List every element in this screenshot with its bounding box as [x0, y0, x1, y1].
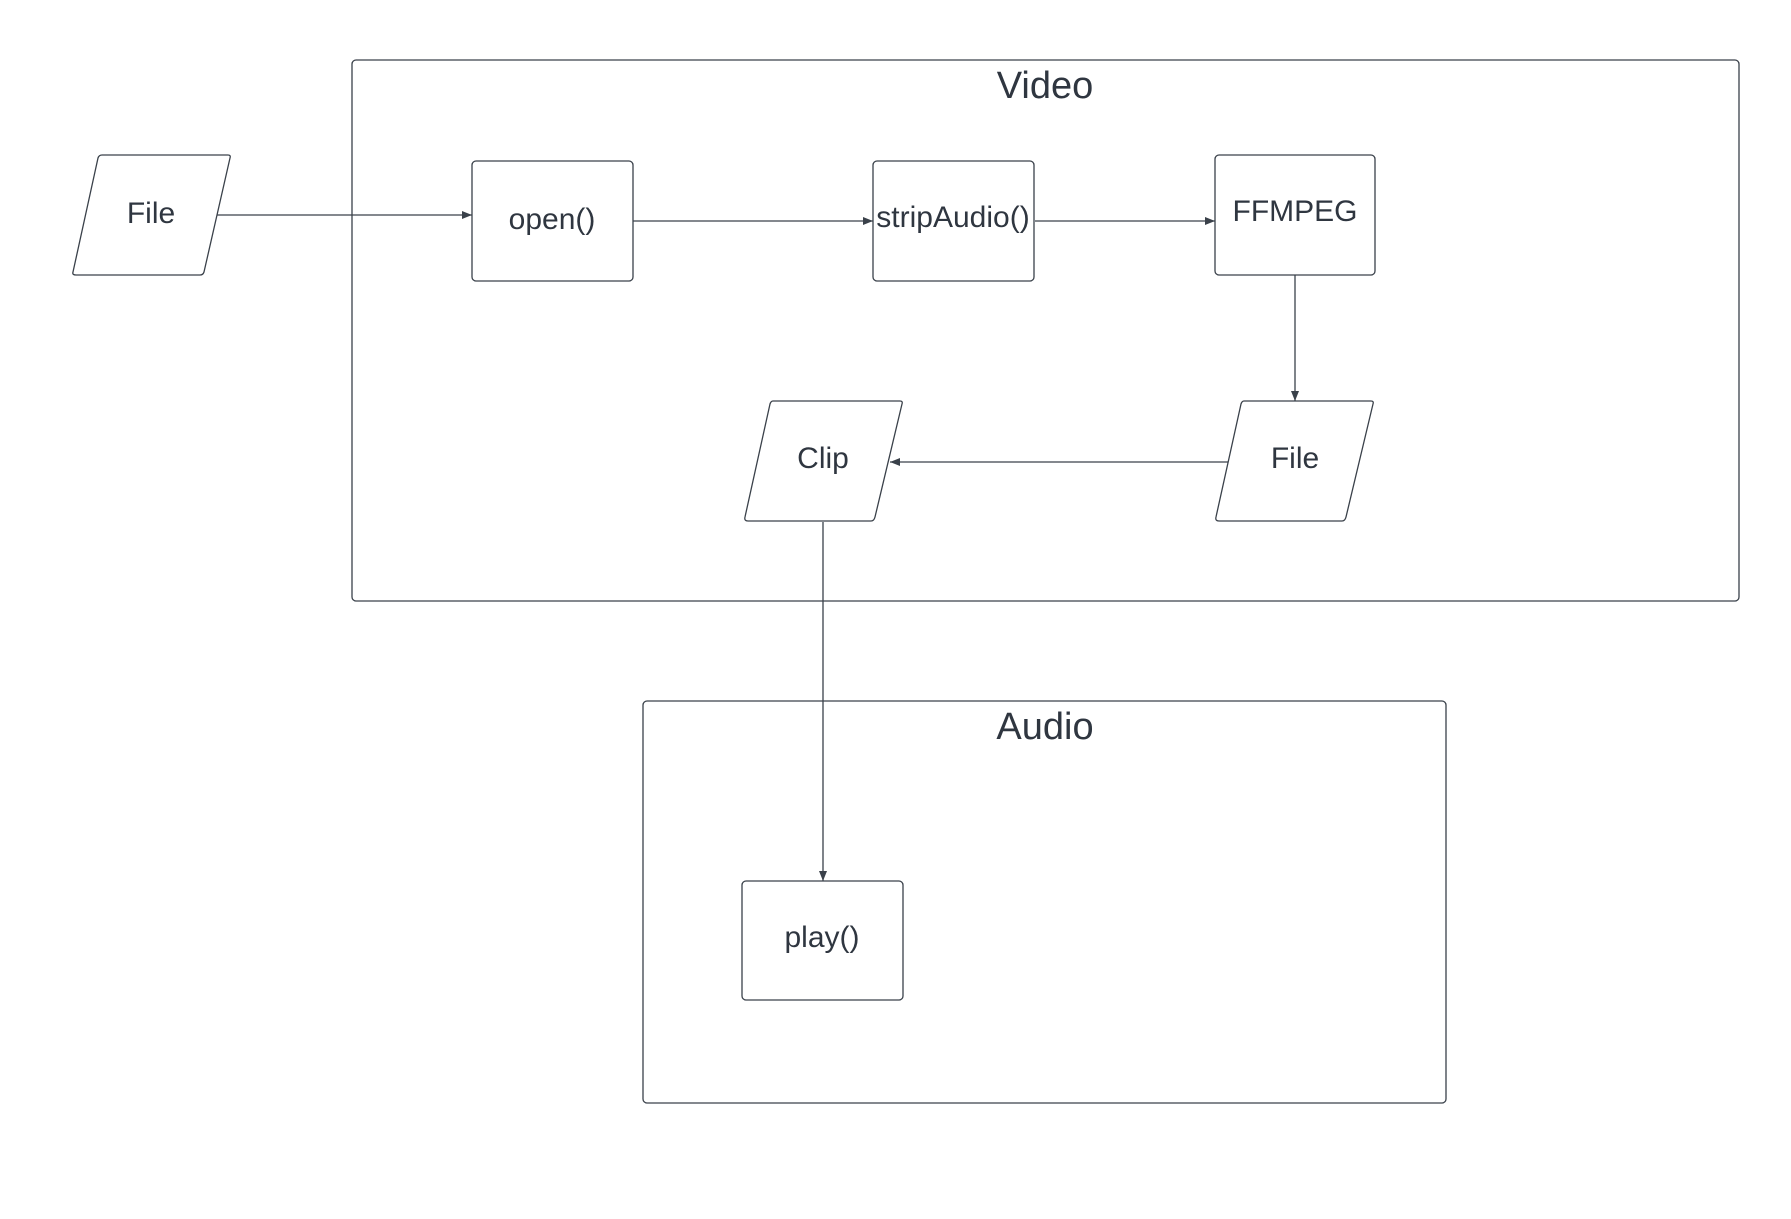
node-strip-audio-label: stripAudio() [876, 201, 1029, 234]
node-play-label: play() [784, 921, 859, 954]
video-container[interactable]: Video [351, 59, 1740, 602]
parallelogram-shape [1215, 400, 1374, 522]
node-clip[interactable]: Clip [744, 400, 903, 522]
parallelogram-shape [744, 400, 903, 522]
node-ffmpeg[interactable]: FFMPEG [1214, 154, 1376, 276]
node-play[interactable]: play() [741, 880, 904, 1001]
rectangle-shape [471, 160, 634, 282]
connectors [216, 211, 1299, 881]
node-file-input[interactable]: File [72, 154, 231, 276]
video-container-frame [351, 59, 1740, 602]
rectangle-shape [1214, 154, 1376, 276]
node-file-output[interactable]: File [1215, 400, 1374, 522]
rectangle-shape [872, 160, 1035, 282]
node-file-output-label: File [1271, 442, 1319, 475]
audio-container-frame [642, 700, 1447, 1104]
node-strip-audio[interactable]: stripAudio() [872, 160, 1035, 282]
rectangle-shape [741, 880, 904, 1001]
node-open-label: open() [509, 203, 596, 236]
node-file-input-label: File [127, 197, 175, 230]
node-open[interactable]: open() [471, 160, 634, 282]
parallelogram-shape [72, 154, 231, 276]
video-container-title: Video [997, 65, 1094, 107]
node-clip-label: Clip [797, 442, 849, 475]
audio-container[interactable]: Audio [642, 700, 1447, 1104]
audio-container-title: Audio [996, 706, 1093, 748]
node-ffmpeg-label: FFMPEG [1233, 195, 1358, 228]
